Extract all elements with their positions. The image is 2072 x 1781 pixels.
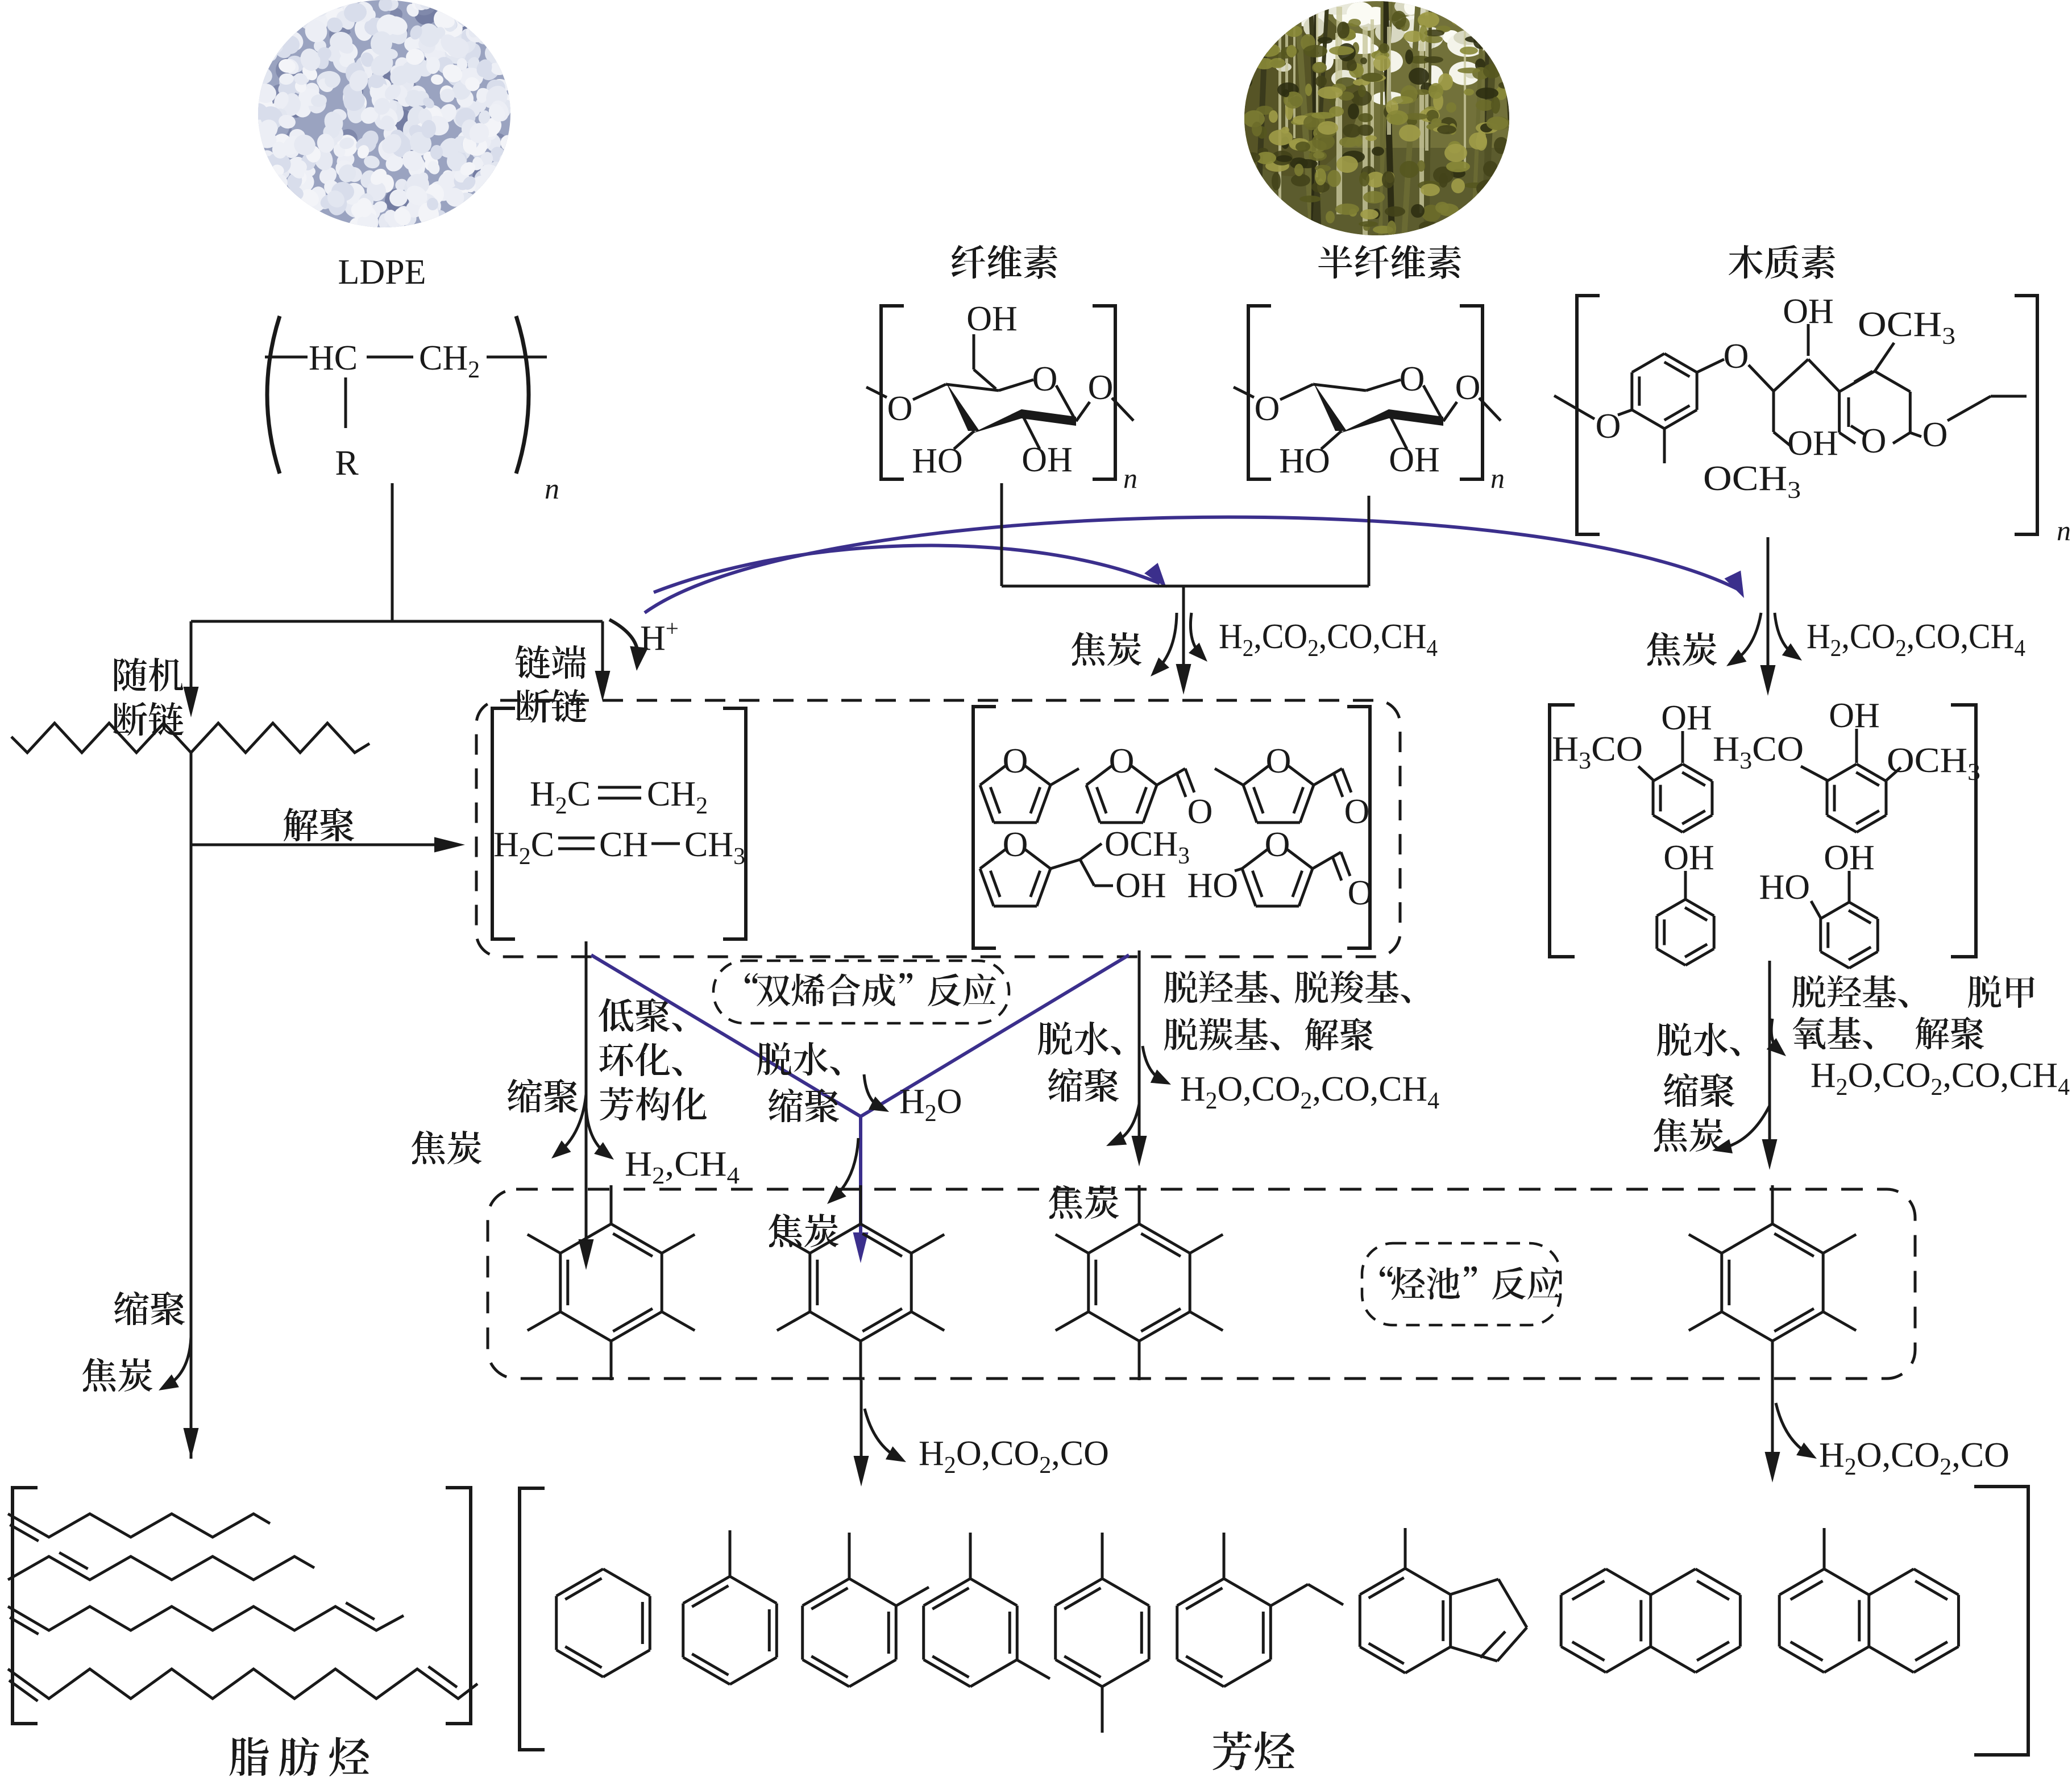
svg-text:n: n <box>545 473 559 505</box>
svg-text:HO: HO <box>1759 868 1810 907</box>
svg-text:H2,CO2,CO,CH4: H2,CO2,CO,CH4 <box>1219 617 1438 662</box>
svg-text:H2O,CO2,CO: H2O,CO2,CO <box>919 1434 1109 1479</box>
svg-text:n: n <box>1490 462 1505 494</box>
svg-text:O: O <box>1255 389 1280 428</box>
svg-text:O: O <box>1265 825 1290 864</box>
svg-text:HO: HO <box>1279 442 1330 480</box>
svg-text:O: O <box>1344 792 1370 831</box>
svg-text:OH: OH <box>1783 292 1834 331</box>
svg-text:R: R <box>335 444 359 483</box>
svg-text:OCH3: OCH3 <box>1104 825 1190 869</box>
svg-text:n: n <box>2057 514 2071 546</box>
svg-text:OH: OH <box>1663 838 1714 877</box>
svg-text:H2,CH4: H2,CH4 <box>625 1145 740 1189</box>
svg-text:O: O <box>1400 360 1425 398</box>
svg-text:OH: OH <box>966 300 1018 338</box>
svg-text:O: O <box>1861 422 1887 460</box>
svg-text:O: O <box>1455 368 1481 407</box>
svg-text:OH: OH <box>1022 441 1073 479</box>
svg-text:O: O <box>1266 742 1292 781</box>
svg-text:O: O <box>1922 416 1948 454</box>
svg-text:O: O <box>1003 825 1028 864</box>
svg-text:HO: HO <box>912 442 963 480</box>
svg-text:H3CO: H3CO <box>1713 730 1804 774</box>
svg-text:HO: HO <box>1187 866 1238 905</box>
svg-text:OH: OH <box>1824 838 1875 877</box>
svg-text:OH: OH <box>1829 696 1880 735</box>
svg-text:H2,CO2,CO,CH4: H2,CO2,CO,CH4 <box>1807 617 2025 662</box>
svg-text:OCH3: OCH3 <box>1887 741 1980 786</box>
svg-text:n: n <box>1123 462 1137 494</box>
svg-text:OH: OH <box>1787 424 1838 463</box>
svg-text:O: O <box>1003 742 1028 781</box>
svg-text:H2O,CO2,CO,CH4: H2O,CO2,CO,CH4 <box>1811 1056 2070 1101</box>
svg-text:O: O <box>1348 874 1373 912</box>
svg-text:H3CO: H3CO <box>1552 730 1643 774</box>
svg-text:O: O <box>1109 742 1135 781</box>
svg-text:H2O,CO2,CO: H2O,CO2,CO <box>1819 1436 2009 1480</box>
svg-text:O: O <box>1032 360 1058 398</box>
svg-text:OH: OH <box>1389 441 1440 479</box>
svg-text:H2C: H2C <box>493 825 554 870</box>
svg-text:OH: OH <box>1661 699 1712 737</box>
svg-text:O: O <box>887 389 913 428</box>
svg-text:HC: HC <box>309 339 358 377</box>
svg-text:O: O <box>1596 407 1621 446</box>
svg-text:CH: CH <box>599 825 648 864</box>
svg-text:H2O,CO2,CO,CH4: H2O,CO2,CO,CH4 <box>1180 1070 1439 1114</box>
svg-text:LDPE: LDPE <box>338 253 426 292</box>
svg-text:OCH3: OCH3 <box>1703 459 1801 504</box>
svg-text:CH3: CH3 <box>684 825 745 870</box>
svg-text:CH2: CH2 <box>647 775 708 819</box>
svg-text:CH2: CH2 <box>419 339 480 383</box>
svg-text:O: O <box>1724 337 1749 376</box>
svg-text:OH: OH <box>1115 866 1166 905</box>
svg-text:H2O: H2O <box>899 1082 962 1127</box>
svg-text:O: O <box>1088 368 1114 407</box>
svg-text:O: O <box>1187 792 1213 831</box>
svg-text:OCH3: OCH3 <box>1858 305 1955 350</box>
svg-text:H2C: H2C <box>530 775 591 819</box>
